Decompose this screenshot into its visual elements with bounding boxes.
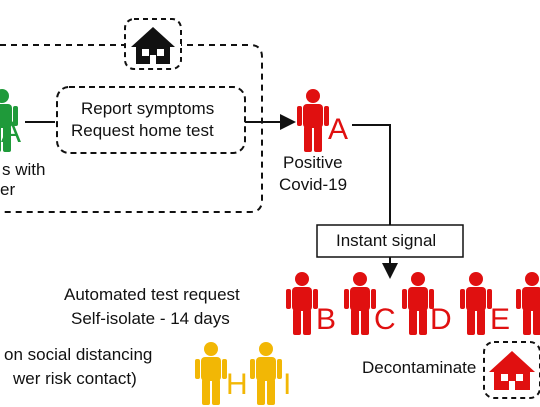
contact-letter-b: B xyxy=(316,303,337,336)
low-risk-line2: wer risk contact) xyxy=(13,369,137,388)
contact-letter-c: C xyxy=(374,303,396,336)
positive-letter: A xyxy=(328,113,349,146)
positive-line1: Positive xyxy=(283,153,343,172)
decon-house-icon xyxy=(489,351,535,390)
house-icon xyxy=(131,27,175,64)
positive-line2: Covid-19 xyxy=(279,175,348,194)
line-to-signal xyxy=(352,124,391,225)
contacts-line1: Automated test request xyxy=(64,285,240,304)
signal-box xyxy=(316,224,464,258)
decontaminate-label: Decontaminate xyxy=(362,358,477,377)
person-icon-h xyxy=(195,342,227,405)
contact-letter-e: E xyxy=(490,303,511,336)
person-icon-c xyxy=(344,272,376,335)
low-risk-letter-i: I xyxy=(283,368,292,401)
contacts-line2: Self-isolate - 14 days xyxy=(71,309,230,328)
left-label-line1: s with xyxy=(2,160,46,179)
signal-label: Instant signal xyxy=(336,231,437,250)
person-icon-positive xyxy=(297,89,329,152)
person-icon-b xyxy=(286,272,318,335)
left-person-letter: A xyxy=(1,116,22,149)
low-risk-letter-h: H xyxy=(226,368,248,401)
report-box xyxy=(56,86,246,154)
report-line2: Request home test xyxy=(71,121,214,140)
low-risk-line1: on social distancing xyxy=(4,345,153,364)
person-icon-i xyxy=(250,342,282,405)
report-line1: Report symptoms xyxy=(81,99,215,118)
person-icon-f xyxy=(516,272,540,335)
person-icon-e xyxy=(460,272,492,335)
left-label-line2: er xyxy=(0,180,16,199)
contact-letter-d: D xyxy=(430,303,452,336)
top-dashed-loop xyxy=(0,44,263,213)
